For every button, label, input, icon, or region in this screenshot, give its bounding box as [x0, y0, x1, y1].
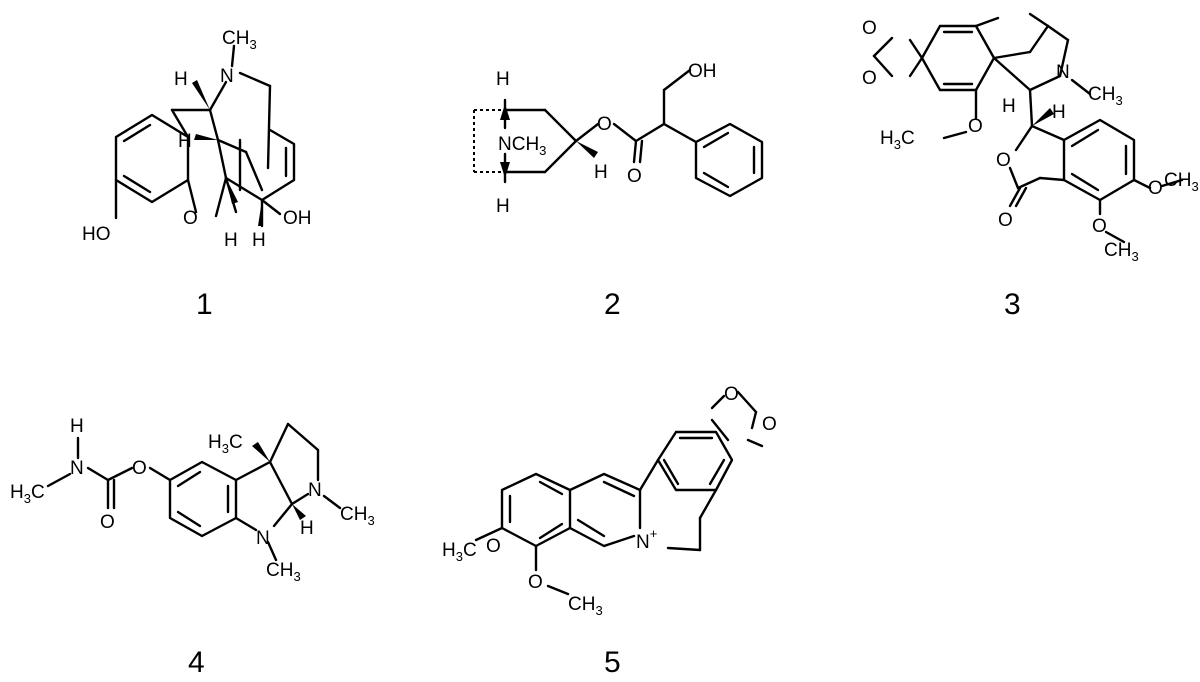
structure-5-methoxy-oxygen-2: O — [528, 572, 543, 593]
structure-1-hydrogen-bottom-1: H — [224, 230, 238, 251]
structure-1-hydrogen-bottom-2: H — [252, 230, 266, 251]
structure-4-ester-oxygen: O — [132, 458, 147, 479]
structure-5-dioxole-oxygen-1: O — [724, 384, 739, 405]
structure-2-carbonyl-oxygen: O — [627, 166, 642, 187]
structure-1-ether-oxygen: O — [183, 208, 198, 229]
structure-4-hydrogen: H — [70, 416, 84, 437]
structure-3-methoxy-oxygen-2: O — [1148, 178, 1163, 199]
structure-1-nitrogen-label: N — [220, 66, 234, 87]
structure-3-hydrogen-1: H — [1002, 96, 1016, 117]
structure-5-methoxy-methyl: CH3 — [568, 594, 603, 618]
structure-3-hydrogen-2: H — [1052, 102, 1066, 123]
structure-5-number: 5 — [604, 646, 621, 679]
structure-3-nitrogen: N — [1056, 62, 1070, 83]
structure-2-hydrogen-bottom: H — [496, 196, 510, 217]
structure-2-n-methyl-label: NCH3 — [498, 134, 546, 158]
structure-3-methoxy-methyl-2: CH3 — [1164, 170, 1199, 194]
structure-3-n-methyl: CH3 — [1088, 84, 1123, 108]
structure-4-number: 4 — [188, 646, 205, 679]
structure-1-hydroxyl-right: OH — [283, 208, 312, 229]
structure-3-noscapine: O O N CH3 H H H3C O O O O CH3 O CH3 3 — [862, 12, 1199, 321]
structure-1-hydrogen-top: H — [174, 69, 188, 90]
structure-4-quaternary-methyl: H3C — [208, 432, 243, 456]
structure-4-carbonyl-oxygen: O — [100, 512, 115, 533]
structure-5-berberine: O O H3C O N+ O CH3 5 — [442, 384, 777, 679]
structure-1-hydroxyl-left: HO — [82, 224, 111, 245]
structure-2-hydrogen-right: H — [594, 162, 608, 183]
structure-1-morphine: CH3 N H H HO O H H OH 1 — [82, 28, 312, 321]
structure-3-methoxy-h3c: H3C — [880, 128, 915, 152]
structure-4-pyrrolidine-nitrogen: N — [308, 480, 322, 501]
structure-3-lactone-oxygen: O — [996, 150, 1011, 171]
structure-4-indoline-methyl: CH3 — [266, 560, 301, 584]
structure-2-hydroxyl: OH — [688, 61, 717, 82]
structure-5-nitrogen: N+ — [636, 526, 657, 553]
structure-5-methoxy-h3c: H3C — [442, 540, 477, 564]
structure-4-carbamate-nitrogen: N — [70, 458, 84, 479]
structure-1-hydrogen-middle: H — [178, 131, 192, 152]
structure-4-indoline-nitrogen: N — [256, 528, 270, 549]
structure-5-methoxy-oxygen-1: O — [486, 536, 501, 557]
structure-2-hydrogen-top: H — [496, 69, 510, 90]
structure-4-pyrrolidine-methyl: CH3 — [340, 504, 375, 528]
structure-3-number: 3 — [1004, 288, 1021, 321]
structure-1-number: 1 — [196, 288, 213, 321]
structure-3-dioxole-oxygen-1: O — [862, 18, 877, 39]
structure-2-hyoscyamine: H NCH3 H O H O OH 2 — [473, 61, 764, 321]
structure-2-ester-oxygen: O — [597, 114, 612, 135]
structure-4-n-methyl-carbamate: H3C — [10, 482, 45, 506]
structure-3-methoxy-oxygen: O — [968, 116, 983, 137]
structure-3-methoxy-oxygen-3: O — [1092, 216, 1107, 237]
structure-2-number: 2 — [604, 288, 621, 321]
structure-3-dioxole-oxygen-2: O — [862, 68, 877, 89]
structure-5-dioxole-oxygen-2: O — [762, 414, 777, 435]
structure-1-methyl-label: CH3 — [222, 28, 257, 52]
structure-4-ring-hydrogen: H — [300, 518, 314, 539]
structure-4-physostigmine: H N H3C O O H3C N CH3 H N CH3 4 — [10, 416, 375, 679]
structure-3-carbonyl-oxygen: O — [998, 210, 1013, 231]
structure-3-methoxy-methyl-3: CH3 — [1104, 240, 1139, 264]
